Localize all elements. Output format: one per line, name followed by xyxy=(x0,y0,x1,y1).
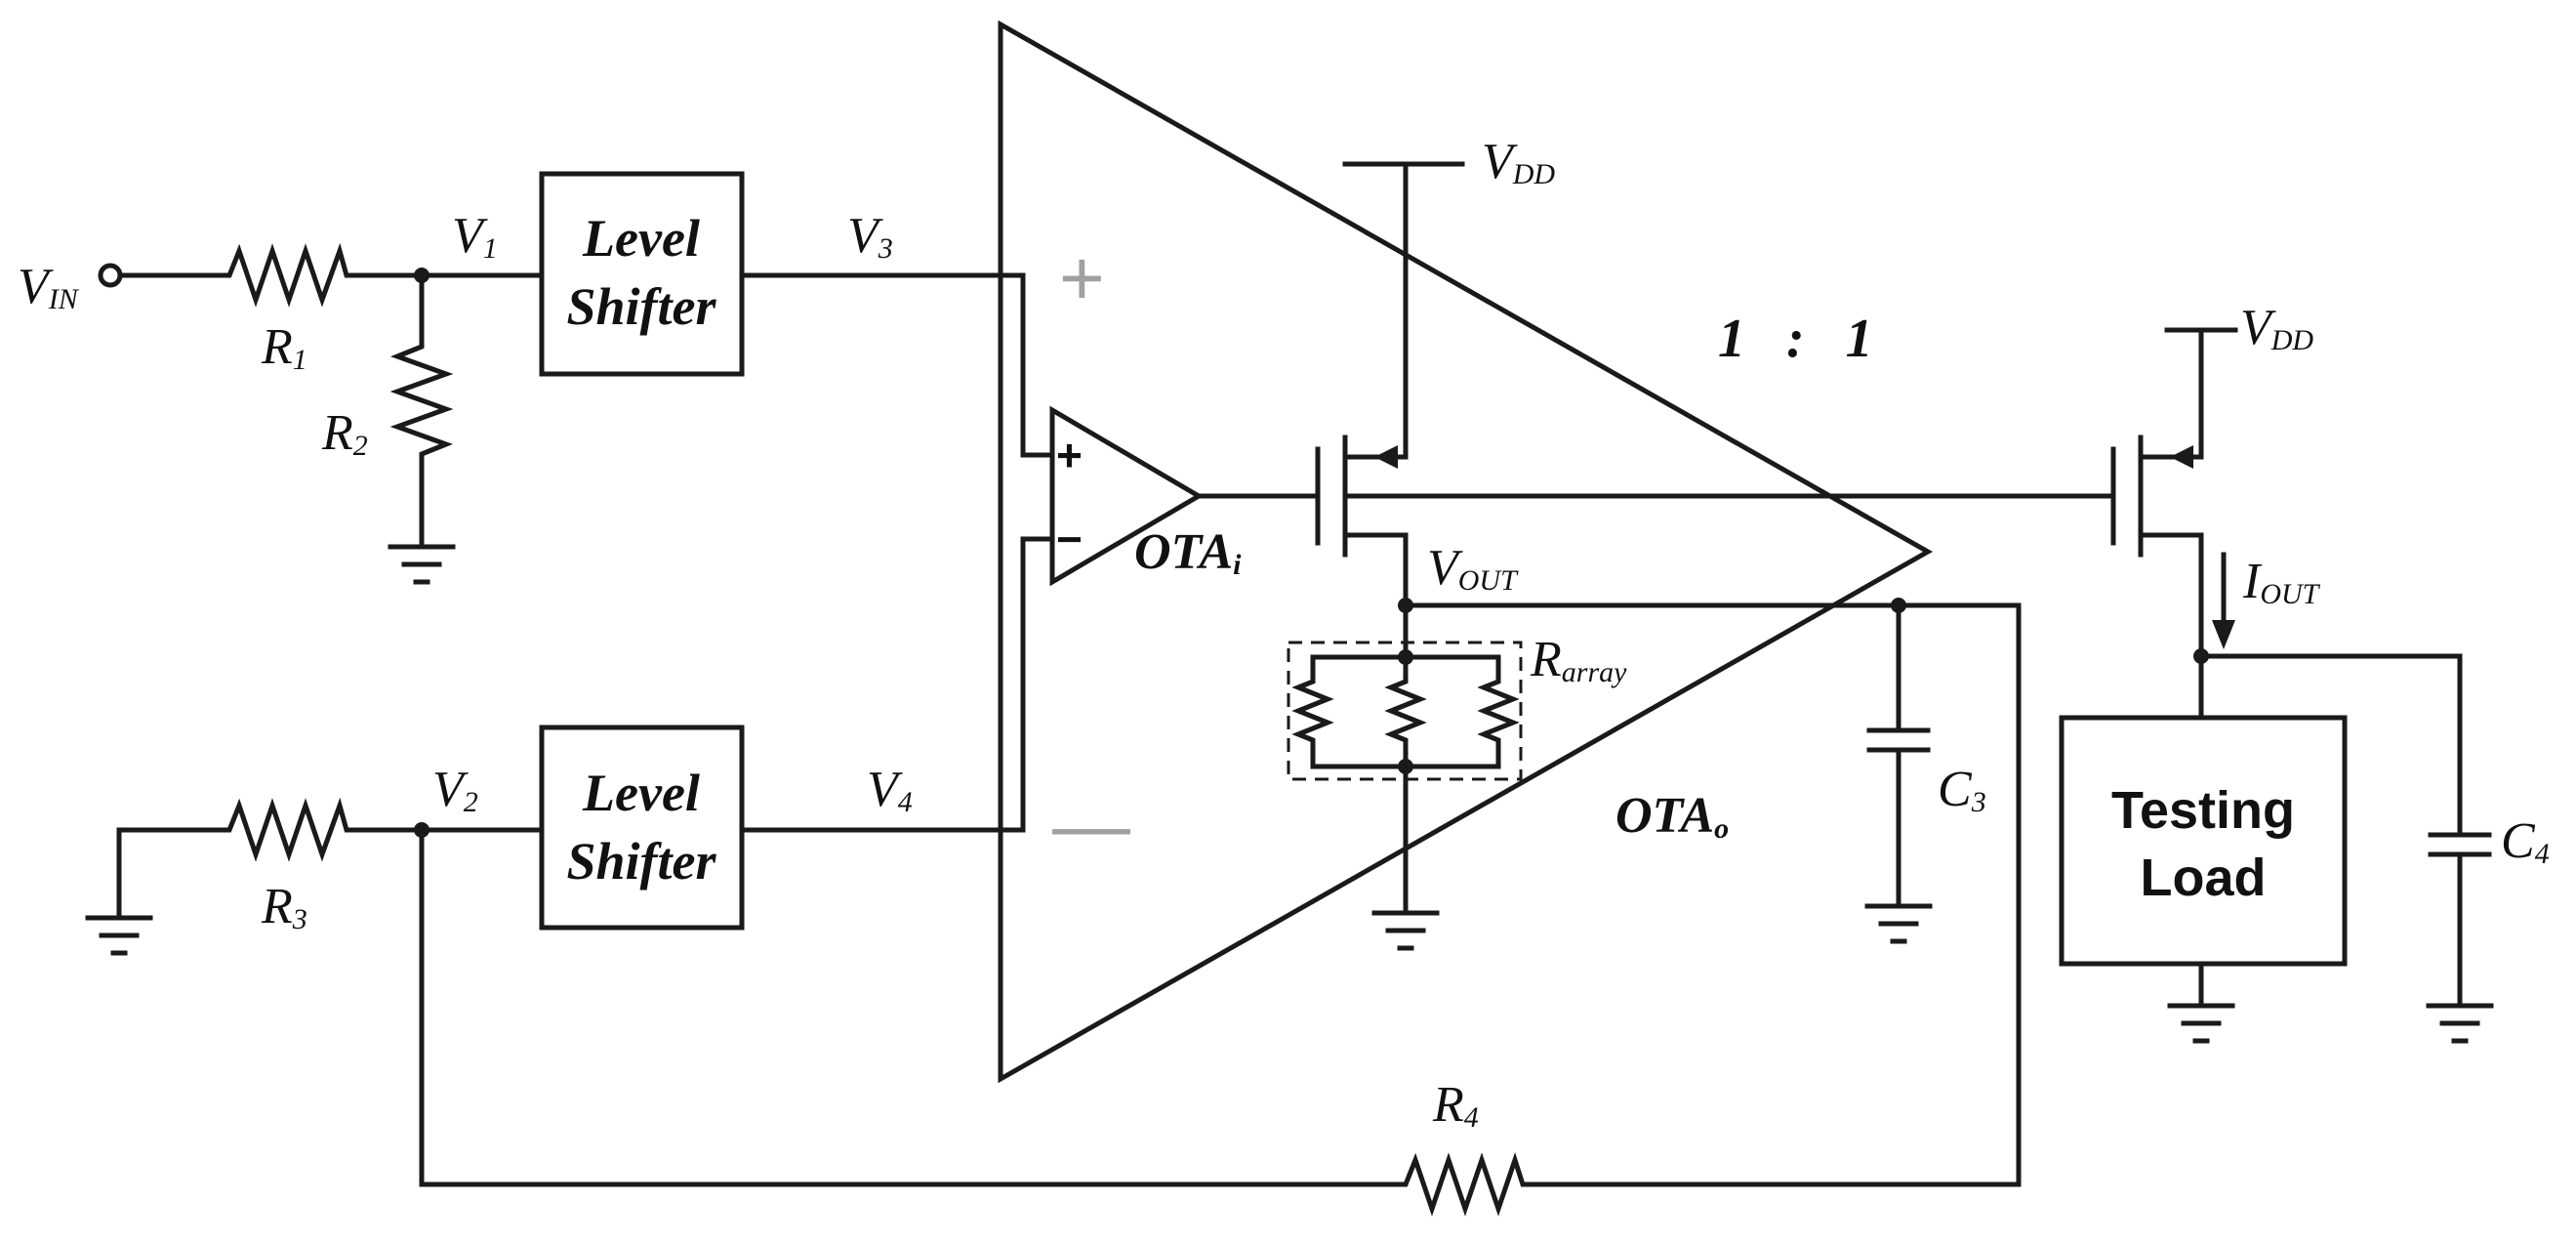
label-vout: VOUT xyxy=(1427,540,1519,597)
ground-icon xyxy=(1864,903,1933,944)
label-v1: V1 xyxy=(452,208,498,265)
capacitor-c3 xyxy=(1866,602,1931,906)
label-mirror-ratio: 1 : 1 xyxy=(1718,309,1873,369)
level-shifter-bottom-line1: Level xyxy=(582,764,700,822)
testing-load-line2: Load xyxy=(2141,849,2267,907)
ota-o-triangle xyxy=(998,20,1934,1084)
node-rarray-top xyxy=(1398,649,1413,665)
ground-icon xyxy=(85,915,153,956)
resistor-r2 xyxy=(389,272,454,545)
label-r1: R1 xyxy=(261,319,307,376)
ground-icon xyxy=(2426,1003,2494,1044)
ground-icon xyxy=(1371,910,1440,951)
vin-terminal xyxy=(98,263,123,288)
label-r2: R2 xyxy=(321,405,368,462)
label-otao: OTAo xyxy=(1615,788,1729,845)
label-v2: V2 xyxy=(432,762,478,818)
otao-plus-sign: + xyxy=(1059,234,1105,321)
ota-i-triangle xyxy=(1049,405,1204,587)
level-shifter-bottom xyxy=(539,725,745,931)
label-vdd-left: VDD xyxy=(1482,134,1555,190)
otao-minus-sign: — xyxy=(1052,781,1130,868)
otai-minus-sign: − xyxy=(1056,514,1083,564)
label-c4: C4 xyxy=(2501,813,2550,870)
level-shifter-top-line1: Level xyxy=(582,209,700,268)
arrow-down-icon xyxy=(2212,552,2235,649)
level-shifter-bottom-line2: Shifter xyxy=(566,832,716,891)
level-shifter-top-line2: Shifter xyxy=(566,277,716,336)
label-rarray: Rarray xyxy=(1530,632,1627,688)
ground-icon xyxy=(388,544,456,585)
testing-load-block xyxy=(2059,715,2348,967)
resistor-r1 xyxy=(117,242,545,308)
label-v3: V3 xyxy=(847,208,893,265)
resistor-r3 xyxy=(116,797,545,916)
level-shifter-top xyxy=(539,171,745,377)
testing-load-line1: Testing xyxy=(2111,781,2295,840)
resistor-r4-feedback xyxy=(419,602,2022,1217)
pmos-transistor-left xyxy=(1315,161,1409,608)
label-r4: R4 xyxy=(1432,1077,1479,1134)
label-vin: VIN xyxy=(18,259,80,315)
otai-plus-sign: + xyxy=(1056,430,1083,480)
label-v4: V4 xyxy=(867,762,913,818)
ground-icon xyxy=(2167,1003,2235,1044)
pmos-transistor-right xyxy=(2110,327,2204,721)
wire-v3-to-otai-plus xyxy=(1020,272,1055,458)
label-iout: IOUT xyxy=(2242,554,2321,610)
wire-to-c4 xyxy=(2198,653,2492,1004)
label-vdd-right: VDD xyxy=(2240,300,2313,356)
label-c3: C3 xyxy=(1938,762,1986,818)
wire-v4-to-otai-minus xyxy=(1020,536,1055,833)
label-r3: R3 xyxy=(261,879,307,935)
node-rarray-bottom xyxy=(1398,759,1413,774)
label-otai: OTAi xyxy=(1134,524,1242,581)
